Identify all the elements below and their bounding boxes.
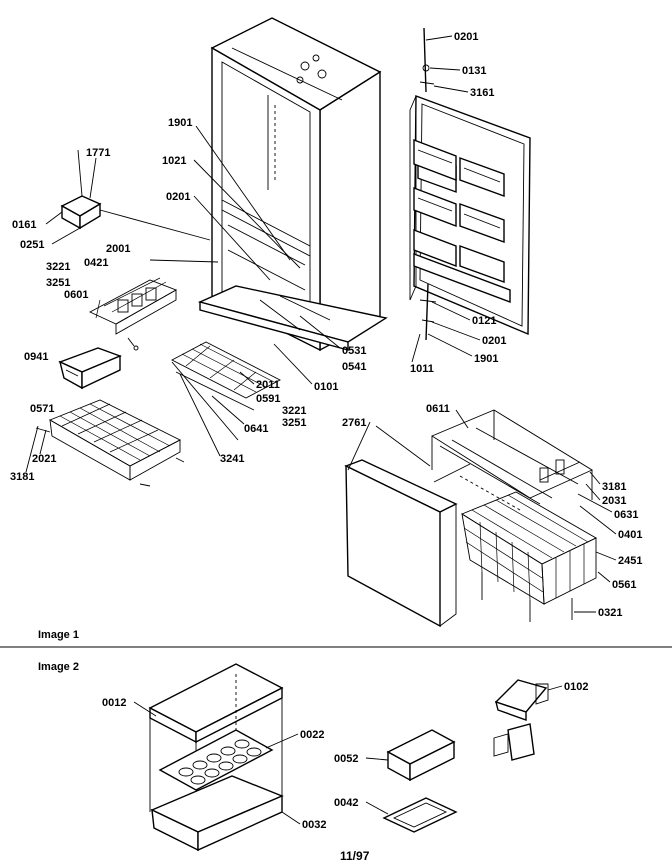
egg-bin-assembly bbox=[148, 663, 284, 852]
callout-0531: 0531 bbox=[342, 345, 366, 357]
callout-0601: 0601 bbox=[64, 289, 88, 301]
callout-2031: 2031 bbox=[602, 495, 626, 507]
callout-1901: 1901 bbox=[168, 117, 192, 129]
callout-3251: 3251 bbox=[282, 417, 306, 429]
freezer-shelf-rack bbox=[171, 341, 281, 441]
section-label-image-2: Image 2 bbox=[38, 661, 79, 673]
callout-0641: 0641 bbox=[244, 423, 268, 435]
callout-3221: 3221 bbox=[46, 261, 70, 273]
leader-lines-image-1 bbox=[25, 35, 617, 613]
drawer-slide-frame bbox=[431, 409, 593, 511]
callout-3161: 3161 bbox=[470, 87, 494, 99]
callout-0032: 0032 bbox=[302, 819, 326, 831]
callout-0121: 0121 bbox=[472, 315, 496, 327]
section-label-image-1: Image 1 bbox=[38, 629, 79, 641]
callout-0421: 0421 bbox=[84, 257, 108, 269]
refrigerator-cabinet bbox=[197, 17, 388, 352]
callout-3241: 3241 bbox=[220, 453, 244, 465]
butter-dish-cover bbox=[386, 729, 456, 782]
freezer-drawer-front bbox=[344, 459, 458, 628]
callout-0251: 0251 bbox=[20, 239, 44, 251]
refrigerator-door bbox=[409, 94, 531, 336]
callout-1021: 1021 bbox=[162, 155, 186, 167]
callout-2011: 2011 bbox=[256, 379, 280, 391]
door-hinge-top bbox=[419, 27, 435, 93]
callout-0131: 0131 bbox=[462, 65, 486, 77]
callout-2761: 2761 bbox=[342, 417, 366, 429]
callout-1011: 1011 bbox=[410, 363, 434, 375]
callout-0611: 0611 bbox=[426, 403, 450, 415]
callout-0591: 0591 bbox=[256, 393, 280, 405]
control-assembly bbox=[60, 149, 211, 241]
callout-0042: 0042 bbox=[334, 797, 358, 809]
callout-0541: 0541 bbox=[342, 361, 366, 373]
cup-holder-lower bbox=[493, 723, 535, 761]
callout-0631: 0631 bbox=[614, 509, 638, 521]
callout-0201: 0201 bbox=[482, 335, 506, 347]
shelf-bracket-assembly bbox=[88, 259, 219, 351]
callout-1771: 1771 bbox=[86, 147, 110, 159]
callout-1901: 1901 bbox=[474, 353, 498, 365]
callout-0101: 0101 bbox=[314, 381, 338, 393]
callout-0321: 0321 bbox=[598, 607, 622, 619]
callout-3181: 3181 bbox=[602, 481, 626, 493]
callout-2451: 2451 bbox=[618, 555, 642, 567]
callout-3181: 3181 bbox=[10, 471, 34, 483]
butter-dish-base bbox=[382, 797, 458, 833]
crisper-pan bbox=[58, 347, 122, 390]
leader-lines-image-2 bbox=[133, 685, 563, 825]
callout-0941: 0941 bbox=[24, 351, 48, 363]
callout-0022: 0022 bbox=[300, 729, 324, 741]
callout-0571: 0571 bbox=[30, 403, 54, 415]
egg-cup-row bbox=[178, 739, 262, 785]
door-hinge-bottom bbox=[419, 283, 437, 341]
wire-basket-small bbox=[35, 399, 185, 487]
callout-2021: 2021 bbox=[32, 453, 56, 465]
callout-0201: 0201 bbox=[454, 31, 478, 43]
callout-0201: 0201 bbox=[166, 191, 190, 203]
callout-0161: 0161 bbox=[12, 219, 36, 231]
cup-holder-upper bbox=[494, 679, 549, 721]
callout-0401: 0401 bbox=[618, 529, 642, 541]
footer-date: 11/97 bbox=[340, 849, 370, 863]
callout-0012: 0012 bbox=[102, 697, 126, 709]
callout-labels: 0201 0131 3161 1901 1021 1771 0201 0161 … bbox=[10, 31, 642, 831]
callout-2001: 2001 bbox=[106, 243, 130, 255]
wire-basket-large bbox=[461, 491, 597, 622]
callout-3221: 3221 bbox=[282, 405, 306, 417]
callout-3251: 3251 bbox=[46, 277, 70, 289]
callout-0102: 0102 bbox=[564, 681, 588, 693]
callout-0561: 0561 bbox=[612, 579, 636, 591]
callout-0052: 0052 bbox=[334, 753, 358, 765]
